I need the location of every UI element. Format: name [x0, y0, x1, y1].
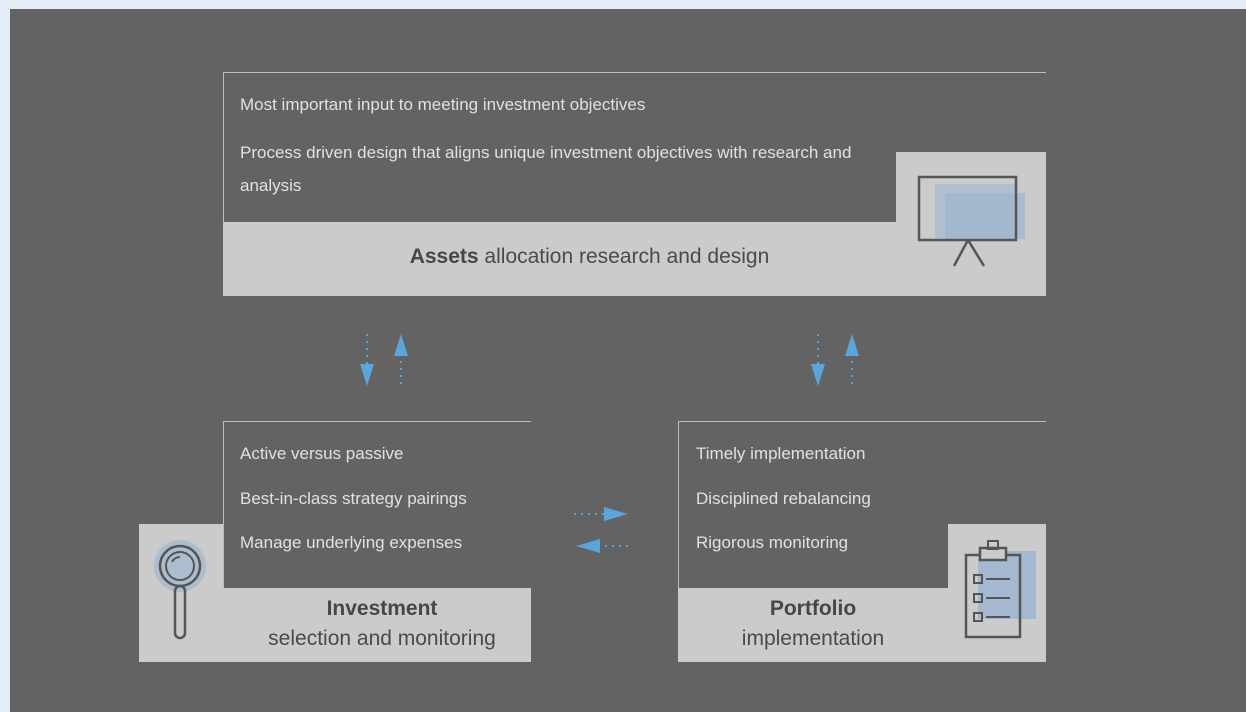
- top-bullet-2: Process driven design that aligns unique…: [240, 143, 852, 195]
- right-title-rest: implementation: [741, 627, 885, 650]
- left-line-right: [223, 421, 531, 422]
- right-bullets-area: [678, 421, 948, 588]
- left-bullet-1: Active versus passive: [240, 444, 404, 463]
- arrow-pair-right-vertical: [811, 334, 859, 388]
- left-title-bold: Investment: [326, 597, 438, 620]
- arrow-pair-left-vertical: [360, 334, 408, 388]
- right-bullet-3: Rigorous monitoring: [696, 533, 849, 552]
- right-bullet-2: Disciplined rebalancing: [696, 489, 871, 508]
- clipboard-checklist-icon: [964, 540, 1036, 639]
- top-line-right: [896, 72, 1046, 73]
- arrow-pair-horizontal: [574, 507, 630, 553]
- left-bullets-area: [223, 421, 531, 588]
- presentation-board-icon: [917, 175, 1025, 267]
- magnifying-glass-icon: [154, 540, 206, 640]
- top-bullet-1: Most important input to meeting investme…: [240, 95, 646, 114]
- right-bullet-1: Timely implementation: [696, 444, 866, 463]
- left-title-rest: selection and monitoring: [268, 627, 496, 650]
- left-bullet-3: Manage underlying expenses: [240, 533, 463, 552]
- right-title-bold: Portfolio: [769, 597, 857, 620]
- top-title: Assets allocation research and design: [223, 242, 956, 272]
- top-title-rest: allocation research and design: [478, 245, 770, 268]
- left-title: Investment selection and monitoring: [228, 594, 536, 654]
- right-line-right: [678, 421, 1046, 422]
- top-title-bold: Assets: [409, 245, 479, 268]
- right-title: Portfolio implementation: [678, 594, 948, 654]
- left-bullet-2: Best-in-class strategy pairings: [240, 489, 467, 508]
